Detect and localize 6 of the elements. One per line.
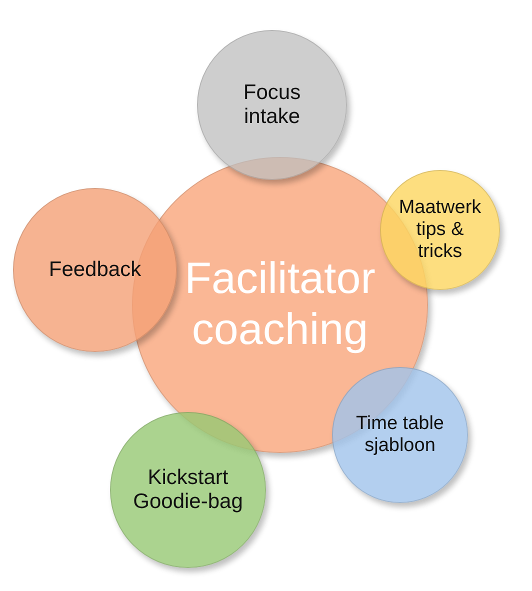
- node-text: Maatwerk tips & tricks: [398, 197, 482, 263]
- node-text: Facilitator coaching: [184, 254, 376, 356]
- node-text: Kickstart Goodie-bag: [132, 466, 244, 514]
- node-text: Feedback: [48, 258, 142, 282]
- node-text: Focus intake: [242, 80, 302, 130]
- node-text: Time table sjabloon: [355, 413, 445, 457]
